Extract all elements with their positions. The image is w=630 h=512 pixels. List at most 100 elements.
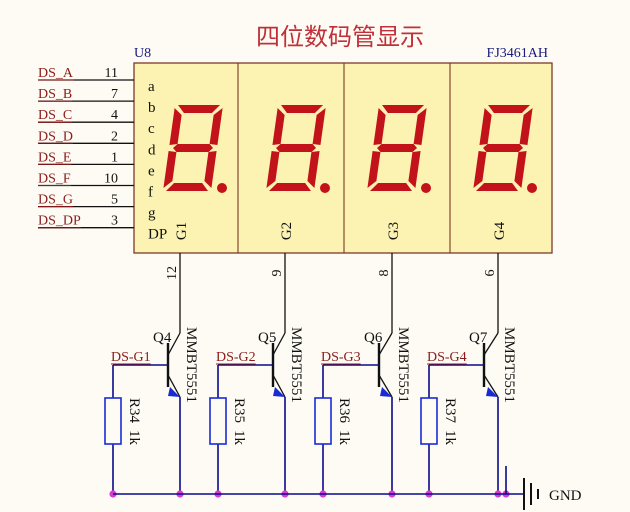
resistor-body [420, 397, 438, 445]
chip-part: FJ3461AH [487, 46, 548, 61]
segment-pin-name: b [148, 100, 156, 116]
transistor-label: Q5 [258, 330, 276, 346]
segment-net-label: DS_C [38, 108, 72, 123]
transistor-label: Q4 [153, 330, 172, 346]
transistor-collector [272, 332, 286, 356]
segment-shape [488, 105, 531, 113]
segment-shape [473, 151, 487, 188]
decimal-point [320, 183, 330, 193]
segment-pin-number: 7 [111, 87, 118, 102]
base-net-label: DS-G1 [111, 350, 151, 365]
emitter-arrow [486, 387, 498, 397]
transistor-collector [167, 332, 181, 356]
resistor-body [209, 397, 227, 445]
chip-ref: U8 [134, 46, 151, 61]
segment-pin-number: 5 [111, 193, 118, 208]
transistor-emitter [272, 374, 286, 398]
digit-2 [266, 105, 330, 193]
emitter-arrow [273, 387, 285, 397]
segment-shape [408, 151, 421, 188]
transistor-collector [378, 332, 393, 356]
resistor-value: 1k [126, 430, 142, 446]
transistor-collector [483, 332, 499, 356]
common-pin-number: 8 [377, 270, 392, 277]
transistor-model: MMBT5551 [183, 327, 199, 403]
segment-shape [519, 108, 533, 145]
transistor-label: Q7 [469, 330, 488, 346]
segment-shape [483, 144, 524, 152]
common-pin-number: 12 [165, 266, 180, 280]
digit-label: G3 [386, 222, 402, 240]
digit-label: G1 [174, 222, 190, 240]
digit-3 [367, 105, 431, 193]
segment-shape [312, 108, 326, 145]
segment-pin-name: DP [148, 227, 167, 243]
segment-net-label: DS_DP [38, 214, 81, 229]
transistor-emitter [483, 374, 499, 398]
segment-shape [476, 183, 518, 191]
segment-shape [163, 151, 177, 188]
segment-pin-number: 10 [104, 172, 118, 187]
decimal-point [527, 183, 537, 193]
gnd-label: GND [549, 488, 582, 504]
segment-shape [377, 144, 418, 152]
segment-shape [413, 108, 427, 145]
base-net-label: DS-G3 [321, 350, 361, 365]
segment-net-label: DS_E [38, 150, 71, 165]
segment-pin-name: g [148, 206, 156, 222]
resistor-value: 1k [442, 430, 458, 446]
common-pin-number: 6 [483, 270, 498, 277]
segment-net-label: DS_F [38, 172, 71, 187]
segment-shape [204, 151, 217, 188]
segment-pin-name: d [148, 142, 156, 158]
emitter-arrow [168, 387, 180, 397]
transistor-model: MMBT5551 [288, 327, 304, 403]
segment-pin-name: f [148, 185, 153, 201]
segment-shape [281, 105, 324, 113]
resistor-body [104, 397, 122, 445]
decimal-point [421, 183, 431, 193]
diagram-title: 四位数码管显示 [256, 23, 424, 51]
segment-pin-name: a [148, 79, 155, 95]
segment-shape [272, 108, 285, 145]
digit-label: G2 [279, 222, 295, 240]
transistor-label: Q6 [364, 330, 383, 346]
transistor-emitter [167, 374, 181, 398]
segment-shape [370, 183, 412, 191]
base-net-label: DS-G2 [216, 350, 256, 365]
decimal-point [217, 183, 227, 193]
segment-pin-name: e [148, 163, 155, 179]
resistor-value: 1k [231, 430, 247, 446]
segment-pin-number: 4 [111, 108, 118, 123]
segment-shape [479, 108, 492, 145]
segment-shape [307, 151, 320, 188]
segment-shape [166, 183, 208, 191]
common-pin-number: 9 [270, 270, 285, 277]
segment-pin-number: 1 [111, 150, 118, 165]
segment-net-label: DS_A [38, 66, 74, 81]
digit-4 [473, 105, 537, 193]
segment-net-label: DS_G [38, 193, 73, 208]
segment-shape [514, 151, 527, 188]
segment-shape [209, 108, 223, 145]
segment-shape [276, 144, 317, 152]
segment-net-label: DS_D [38, 129, 73, 144]
transistor-model: MMBT5551 [501, 327, 517, 403]
segment-pin-number: 11 [105, 66, 118, 81]
segment-shape [173, 144, 214, 152]
resistor-value: 1k [336, 430, 352, 446]
display-body [133, 62, 553, 254]
segment-shape [266, 151, 280, 188]
segment-shape [367, 151, 381, 188]
segment-shape [178, 105, 221, 113]
base-net-label: DS-G4 [427, 350, 467, 365]
segment-shape [269, 183, 311, 191]
digit-label: G4 [492, 221, 508, 240]
transistor-emitter [378, 374, 393, 398]
